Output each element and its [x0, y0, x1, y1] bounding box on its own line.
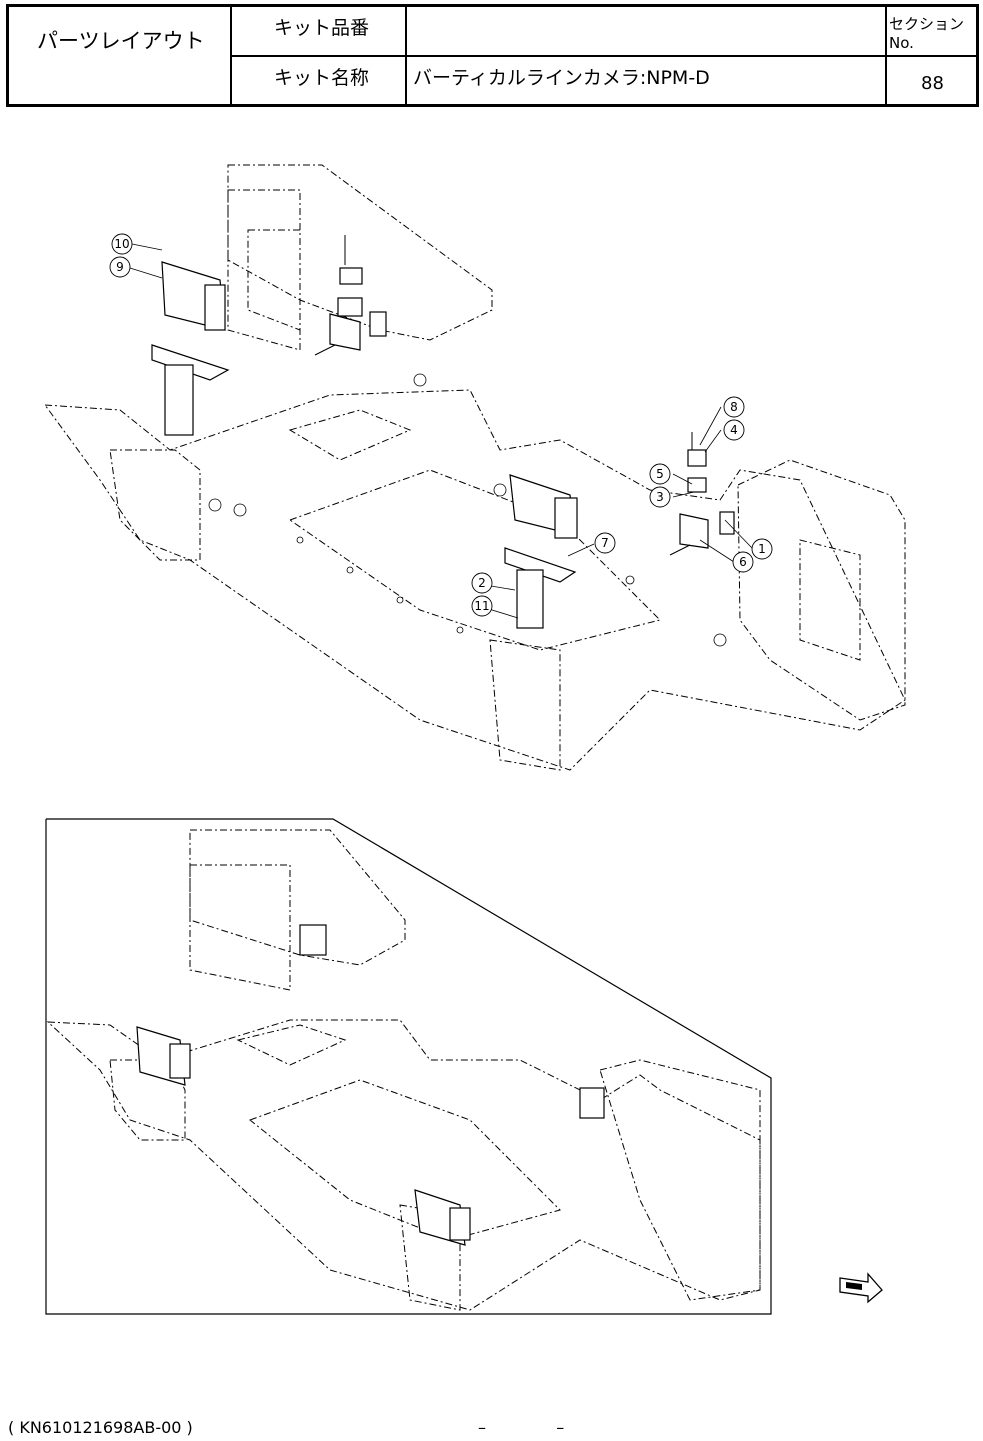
direction-arrow-icon — [838, 1268, 884, 1306]
callout-2: 2 — [478, 576, 486, 590]
callout-1: 1 — [758, 542, 766, 556]
page-title: パーツレイアウト — [37, 25, 205, 55]
document-code: ( KN610121698AB-00 ) — [8, 1418, 193, 1437]
callout-4: 4 — [730, 423, 738, 437]
section-label: セクションNo. — [889, 13, 976, 52]
callout-9: 9 — [116, 260, 124, 274]
exploded-parts-drawing: 10 9 1 2 3 4 5 6 7 8 11 — [0, 150, 983, 790]
callout-5: 5 — [656, 467, 664, 481]
page-dash-right: – — [556, 1418, 564, 1437]
callout-8: 8 — [730, 400, 738, 414]
callout-7: 7 — [601, 536, 609, 550]
callout-6: 6 — [739, 555, 747, 569]
assembled-view-panel — [0, 815, 983, 1320]
header-table: パーツレイアウト キット品番 セクションNo. キット名称 バーティカルラインカ… — [6, 4, 979, 107]
kit-number-label: キット品番 — [274, 13, 369, 40]
callout-11: 11 — [474, 599, 489, 613]
kit-name-value: バーティカルラインカメラ:NPM-D — [413, 63, 710, 90]
kit-name-label: キット名称 — [274, 63, 369, 90]
page-number: – – — [478, 1418, 568, 1437]
callout-10: 10 — [114, 237, 129, 251]
page-dash-left: – — [478, 1418, 486, 1437]
callout-3: 3 — [656, 490, 664, 504]
section-number: 88 — [921, 73, 944, 94]
